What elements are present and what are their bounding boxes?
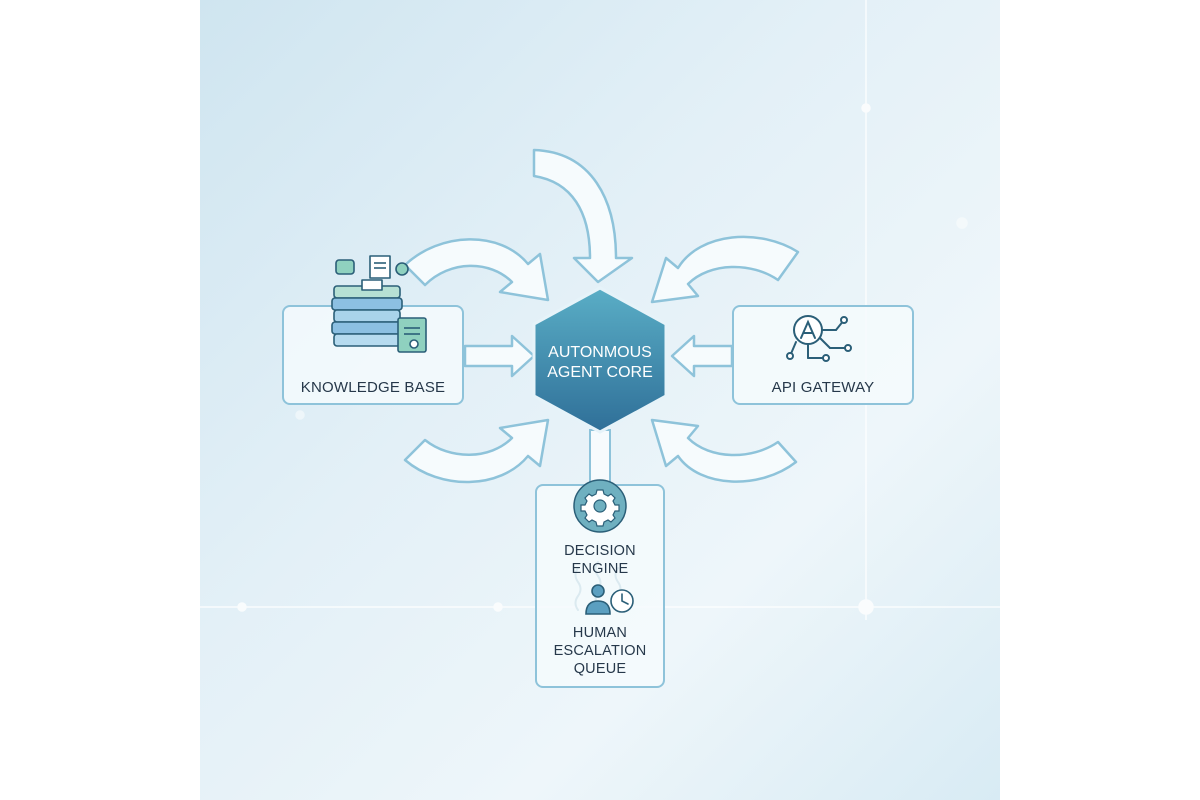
arrow-bottom-left-curve — [403, 418, 550, 484]
api-gateway-label: API GATEWAY — [771, 379, 875, 396]
decision-engine-label: DECISION ENGINE — [564, 543, 636, 577]
arrow-top-right-curve — [650, 235, 800, 304]
diagram-canvas: KNOWLEDGE BASE API GATEWAY — [200, 0, 1000, 800]
human-escalation-line3: QUEUE — [573, 661, 627, 677]
arrow-right-straight — [670, 334, 734, 378]
books-icon — [331, 255, 427, 353]
ai-network-icon — [786, 315, 852, 362]
human-escalation-line1: HUMAN — [572, 625, 628, 641]
arrow-top-down — [532, 148, 634, 284]
core-label-line1: AUTONMOUS — [548, 344, 652, 361]
core-hexagon — [532, 286, 668, 434]
person-clock-icon — [585, 584, 634, 615]
core-label-line2: AGENT CORE — [547, 364, 653, 381]
arrow-left-straight — [463, 334, 536, 378]
arrow-bottom-right-curve — [650, 418, 798, 483]
gear-icon — [573, 479, 627, 533]
human-escalation-line2: ESCALATION — [553, 643, 647, 659]
api-gateway-node[interactable]: API GATEWAY — [732, 305, 914, 405]
core-label: AUTONMOUS AGENT CORE — [535, 343, 665, 383]
knowledge-base-label: KNOWLEDGE BASE — [300, 379, 446, 396]
arrow-top-left-curve — [403, 238, 550, 302]
human-escalation-label: HUMAN ESCALATION QUEUE — [537, 624, 663, 678]
